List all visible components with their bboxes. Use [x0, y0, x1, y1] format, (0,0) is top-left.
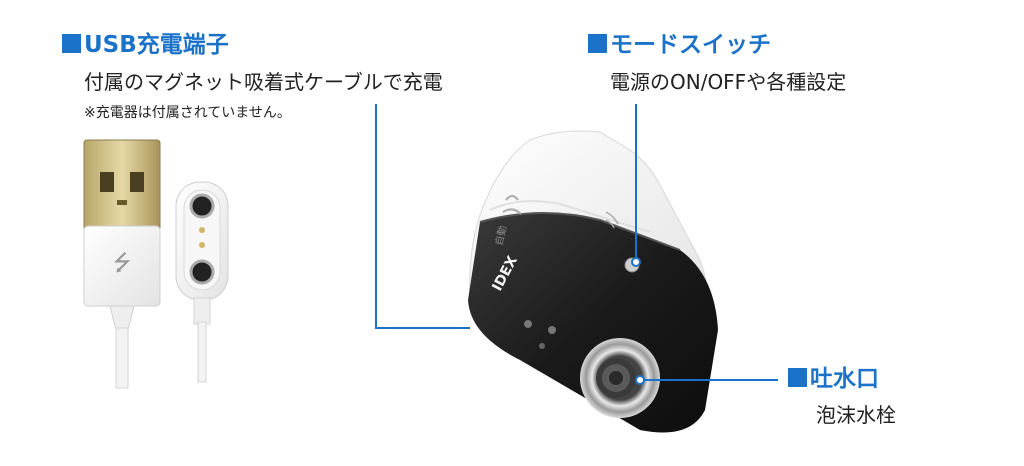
outlet-description: 泡沫水栓: [816, 403, 896, 427]
svg-text:⭍: ⭍: [113, 251, 131, 276]
outlet-heading: 吐水口: [788, 368, 879, 391]
faucet-device-icon: IDEX 自動: [468, 130, 718, 433]
charger-note: ※充電器は付属されていません。: [84, 105, 291, 121]
magnetic-connector-icon: [175, 181, 229, 383]
heading-square-icon: [788, 368, 807, 387]
heading-square-icon: [588, 34, 607, 53]
mode-switch-title: モードスイッチ: [610, 32, 771, 58]
heading-square-icon: [62, 34, 81, 53]
usb-port-description: 付属のマグネット吸着式ケーブルで充電: [84, 70, 443, 94]
usb-port-heading: USB充電端子: [62, 34, 229, 57]
auto-label: 自動: [492, 224, 509, 246]
usb-callout-line: [375, 104, 470, 329]
outlet-title: 吐水口: [810, 366, 879, 392]
mode-switch-heading: モードスイッチ: [588, 34, 771, 57]
usb-port-title: USB充電端子: [84, 32, 229, 58]
mode-switch-description: 電源のON/OFFや各種設定: [610, 70, 847, 94]
usb-cable-icon: ⭍: [83, 139, 161, 389]
